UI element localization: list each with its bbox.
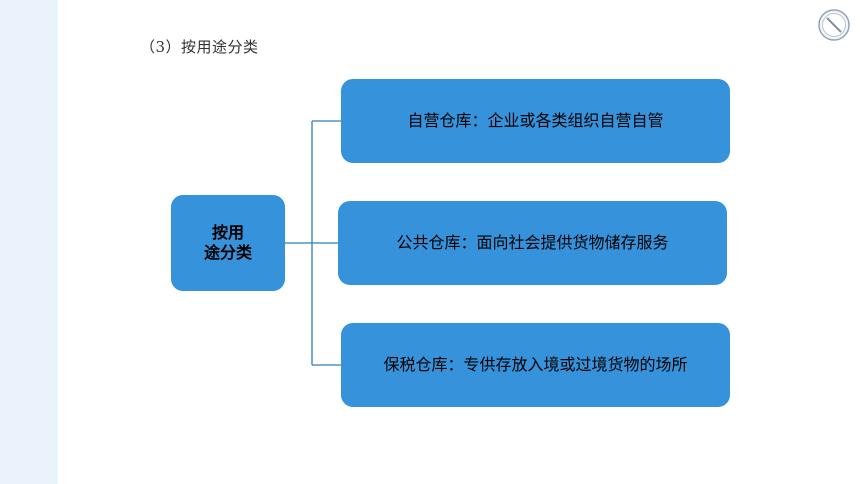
branch-node-bonded: 保税仓库：专供存放入境或过境货物的场所 xyxy=(341,323,730,407)
section-heading: （3）按用途分类 xyxy=(140,38,259,56)
branch-node-self-operated: 自营仓库：企业或各类组织自营自管 xyxy=(341,79,730,163)
root-node-line-2: 途分类 xyxy=(203,243,252,262)
branch-node-label: 保税仓库：专供存放入境或过境货物的场所 xyxy=(383,355,688,374)
branch-node-label: 自营仓库：企业或各类组织自营自管 xyxy=(407,111,664,130)
branch-node-public: 公共仓库：面向社会提供货物储存服务 xyxy=(338,201,727,285)
root-node-line-1: 按用 xyxy=(211,223,244,242)
branch-node-label: 公共仓库：面向社会提供货物储存服务 xyxy=(396,233,669,252)
circle-slash-badge-icon xyxy=(818,9,850,41)
root-node: 按用 途分类 xyxy=(171,195,285,291)
left-margin-band xyxy=(0,0,58,484)
